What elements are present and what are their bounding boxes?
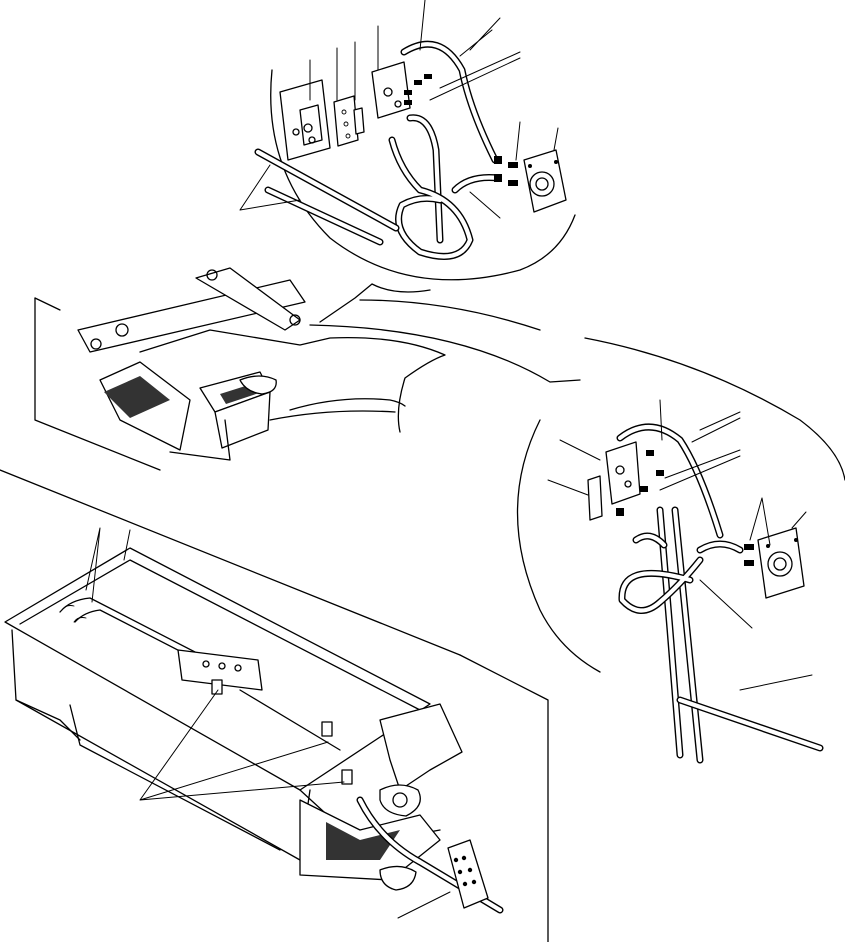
top-detail-pointer	[319, 283, 431, 323]
hose-icon	[61, 605, 87, 623]
hose-icon	[254, 40, 502, 260]
swivel-joint-icon	[523, 149, 567, 213]
right-detail-outline	[516, 419, 601, 673]
right-detail-bubble	[309, 299, 845, 764]
hose-icon	[616, 423, 824, 764]
valve-block-icon	[279, 61, 432, 161]
valve-block-icon	[587, 441, 664, 521]
right-detail-pointer	[309, 324, 581, 383]
swivel-joint-icon	[757, 527, 805, 599]
fitting-icon	[508, 162, 518, 168]
bottom-frame-section	[0, 469, 549, 942]
top-detail-bubble	[239, 0, 576, 323]
track-frame-icon	[34, 267, 446, 471]
top-detail-outline	[270, 69, 576, 281]
